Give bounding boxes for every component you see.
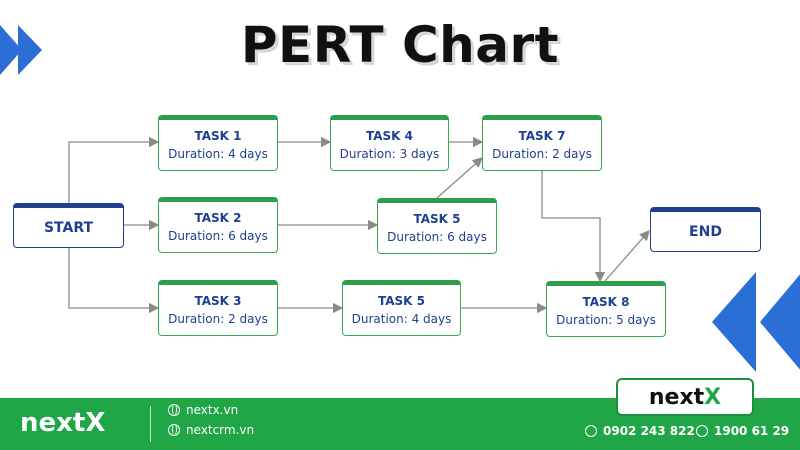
node-label: TASK 3 [194,294,242,308]
phone-text: 1900 61 29 [714,424,790,438]
footer-divider [150,406,151,442]
node-label: TASK 5 [377,294,425,308]
node-label: TASK 7 [518,129,566,143]
node-duration: Duration: 6 days [168,229,268,243]
chevron-decoration-right [712,272,800,372]
footer-phone-1[interactable]: 0902 243 822 [585,424,695,438]
node-duration: Duration: 2 days [492,147,592,161]
logo-text-accent: X [704,384,722,410]
site-link-text: nextcrm.vn [186,423,255,437]
footer-site-2[interactable]: nextcrm.vn [168,423,254,437]
node-task-3: TASK 3 Duration: 2 days [158,280,278,336]
globe-icon [168,424,180,436]
hotline-icon [696,425,708,437]
footer-site-1[interactable]: nextx.vn [168,403,238,417]
node-end: END [650,207,761,252]
node-label: END [689,223,722,240]
node-task-8: TASK 8 Duration: 5 days [546,281,666,337]
node-label: TASK 5 [413,212,461,226]
node-task-4: TASK 4 Duration: 3 days [330,115,449,171]
node-task-5-lower: TASK 5 Duration: 4 days [342,280,461,336]
phone-text: 0902 243 822 [603,424,695,438]
site-link-text: nextx.vn [186,403,239,417]
node-start: START [13,203,124,248]
logo-text-main: next [648,384,705,410]
node-label: TASK 1 [194,129,242,143]
footer-brand: nextX [20,408,106,438]
node-label: TASK 4 [365,129,413,143]
node-duration: Duration: 2 days [168,312,268,326]
node-duration: Duration: 3 days [339,147,440,161]
edge-t5a-t7 [436,157,483,199]
phone-icon [585,425,597,437]
node-duration: Duration: 5 days [556,313,656,327]
node-task-1: TASK 1 Duration: 4 days [158,115,278,171]
edge-start-t1 [68,136,160,205]
node-duration: Duration: 4 days [168,147,268,161]
node-task-5-upper: TASK 5 Duration: 6 days [377,198,497,254]
node-task-2: TASK 2 Duration: 6 days [158,197,278,253]
node-duration: Duration: 4 days [351,312,452,326]
edge-start-t3 [68,246,160,314]
node-label: TASK 8 [582,295,630,309]
node-label: START [43,219,94,236]
chevron-decoration-top-left [0,25,42,75]
globe-icon [168,404,180,416]
edge-t8-end [604,230,650,282]
node-task-7: TASK 7 Duration: 2 days [482,115,602,171]
footer-phone-2[interactable]: 1900 61 29 [696,424,789,438]
edge-t7-t8 [541,171,606,283]
page-title: PERT Chart [240,16,560,74]
node-duration: Duration: 6 days [387,230,487,244]
node-label: TASK 2 [194,211,242,225]
